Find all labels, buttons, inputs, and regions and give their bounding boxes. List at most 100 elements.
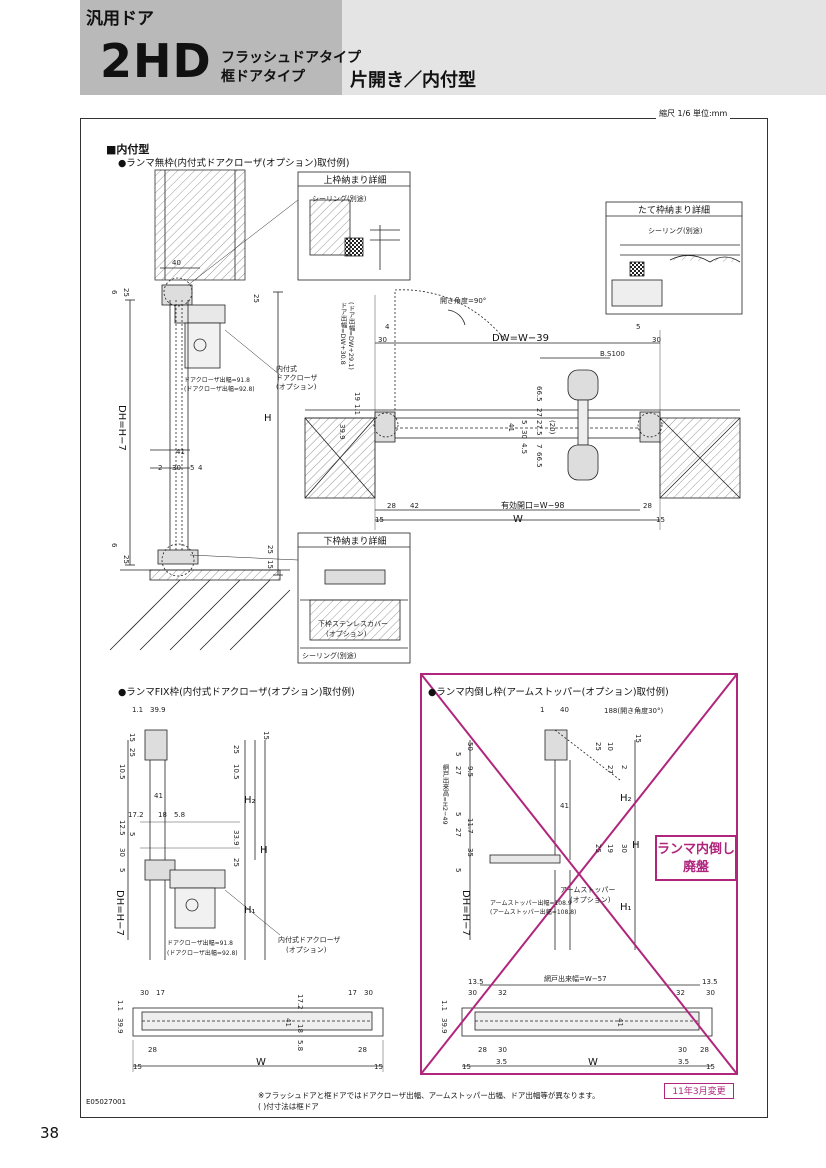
document-code: E05027001 <box>86 1098 127 1106</box>
fix-dim-18: 18 <box>158 811 167 819</box>
inw-plan-dim-39-9: 39.9 <box>440 1018 448 1034</box>
inw-plan-dim-32-left: 32 <box>498 989 507 997</box>
dim-2: 2 <box>158 464 163 472</box>
closer-label-3: (オプション) <box>276 383 317 391</box>
inw-dim-25-lower: 25 <box>594 844 602 853</box>
fix-dim-h: H <box>260 845 268 856</box>
section-title: ■内付型 <box>106 143 150 156</box>
dim-6: 6 <box>110 290 118 295</box>
drawing-frame <box>80 118 768 1118</box>
inw-screen-height: 網戸出来高=H2−49 <box>441 764 449 825</box>
inw-dim-19: 19 <box>606 844 614 853</box>
fix-plan-dim-5-8: 5.8 <box>296 1040 304 1052</box>
fix-plan-dim-17-2: 17.2 <box>296 994 304 1010</box>
dim-25-top: 25 <box>122 288 130 297</box>
fix-dim-12-5: 12.5 <box>118 820 126 836</box>
plan-dim-30-left: 30 <box>378 336 387 344</box>
inw-plan-dim-32-right: 32 <box>676 989 685 997</box>
bottom-detail-cover: 下枠ステンレスカバー <box>318 620 388 628</box>
inw-open-angle: 188(開き角度30°) <box>604 707 664 715</box>
fix-plan-dim-30-right: 30 <box>364 989 373 997</box>
fix-plan-dim-28-right: 28 <box>358 1046 367 1054</box>
dim-40: 40 <box>172 259 181 267</box>
dim-30: 30 <box>172 464 181 472</box>
inw-arm-stopper-1: アームストッパー <box>560 886 616 894</box>
fix-plan-dim-41: 41 <box>284 1018 292 1027</box>
fix-dim-h2: H₂ <box>244 795 256 806</box>
inw-dim-9-5: 9.5 <box>466 766 474 778</box>
plan-dim-30-mid: 30 <box>520 430 528 439</box>
caption-no-transom: ●ランマ無枠(内付式ドアクローザ(オプション)取付例) <box>118 158 350 169</box>
no-transom-plan-section <box>304 289 741 530</box>
plan-dim-4-5: 4.5 <box>520 443 528 455</box>
fix-closer-dim-2: (ドアクローザ出幅=92.8) <box>167 950 238 957</box>
plan-dim-41: 41 <box>507 423 515 432</box>
dim-25-right: 25 <box>252 294 260 303</box>
inw-dim-30: 30 <box>620 844 628 853</box>
inw-plan-dim-30-low-right: 30 <box>678 1046 687 1054</box>
plan-dim-27-5: 27.5 <box>535 420 543 436</box>
inw-plan-dim-3-5-right: 3.5 <box>678 1058 690 1066</box>
inw-plan-dim-30-right: 30 <box>706 989 715 997</box>
caption-fix-transom: ●ランマFIX枠(内付式ドアクローザ(オプション)取付例) <box>118 687 355 698</box>
inw-plan-dim-15-left: 15 <box>462 1063 471 1071</box>
inw-plan-dim-13-5-right: 13.5 <box>702 978 718 986</box>
plan-dim-4: 4 <box>385 323 390 331</box>
fix-plan-dim-28-left: 28 <box>148 1046 157 1054</box>
fix-dim-dh: DH=H−7 <box>114 890 125 936</box>
inw-plan-dim-30-left: 30 <box>468 989 477 997</box>
inw-dim-10: 10 <box>606 742 614 751</box>
inw-plan-dim-28-right: 28 <box>700 1046 709 1054</box>
side-detail-sealing: シーリング(別途) <box>648 227 703 235</box>
bottom-detail-sealing: シーリング(別途) <box>302 652 357 660</box>
header-model-panel <box>80 0 342 95</box>
plan-dim-28-left: 28 <box>387 502 396 510</box>
inw-dim-15: 15 <box>634 734 642 743</box>
plan-dim-28-right: 28 <box>643 502 652 510</box>
inw-plan-dim-30-low-left: 30 <box>498 1046 507 1054</box>
plan-dim-15-left: 15 <box>375 516 384 524</box>
fix-transom-section <box>127 729 384 1072</box>
plan-dim-1-1: 1.1 <box>353 404 361 416</box>
fix-dim-10-5-right: 10.5 <box>232 764 240 780</box>
inw-dim-dh: DH=H−7 <box>460 890 471 936</box>
plan-dim-5: 5 <box>636 323 641 331</box>
dim-15-bottom: 15 <box>266 560 274 569</box>
dim-41: 41 <box>176 448 185 456</box>
inw-dim-35: 35 <box>466 848 474 857</box>
dim-5: 5 <box>190 464 195 472</box>
fix-dim-25-lower: 25 <box>232 858 240 867</box>
plan-dim-42: 42 <box>410 502 419 510</box>
inw-dim-5: 5 <box>454 752 462 757</box>
page-number: 38 <box>40 1124 60 1142</box>
fix-dim-25-right: 25 <box>232 745 240 754</box>
inward-transom-section <box>461 729 713 1067</box>
fix-closer-dim-1: ドアクローザ出幅=91.8 <box>167 940 233 947</box>
revision-badge: 11年3月変更 <box>664 1083 734 1099</box>
fix-plan-dim-15-left: 15 <box>133 1063 142 1071</box>
inw-dim-41: 41 <box>560 802 569 810</box>
dim-6-bottom: 6 <box>110 543 118 548</box>
fix-plan-dim-18: 18 <box>296 1024 304 1033</box>
fix-dim-41: 41 <box>154 792 163 800</box>
caption-inward-transom: ●ランマ内倒し枠(アームストッパー(オプション)取付例) <box>428 687 669 698</box>
discontinued-badge: ランマ内倒し 廃盤 <box>655 835 737 881</box>
plan-dim-w: W <box>513 514 523 525</box>
side-detail-title: たて枠納まり詳細 <box>637 206 710 216</box>
fix-dim-5-8: 5.8 <box>174 811 186 819</box>
top-detail-sealing: シーリング(別途) <box>312 195 367 203</box>
dim-h: H <box>264 413 272 424</box>
fix-dim-39-9: 39.9 <box>150 706 166 714</box>
fix-plan-dim-15-right: 15 <box>374 1063 383 1071</box>
inw-dim-5-mid: 5 <box>454 812 462 817</box>
footnote-2: ( )付寸法は框ドア <box>258 1102 319 1111</box>
dim-bs: B.S100 <box>600 350 625 358</box>
fix-plan-dim-39-9: 39.9 <box>116 1018 124 1034</box>
fix-dim-h1: H₁ <box>244 905 256 916</box>
inw-dim-h1: H₁ <box>620 902 632 913</box>
bottom-detail-option: (オプション) <box>326 630 367 638</box>
no-transom-vertical-section <box>109 169 299 651</box>
plan-dim-30-right: 30 <box>652 336 661 344</box>
fix-dim-5-lower: 5 <box>118 868 126 873</box>
